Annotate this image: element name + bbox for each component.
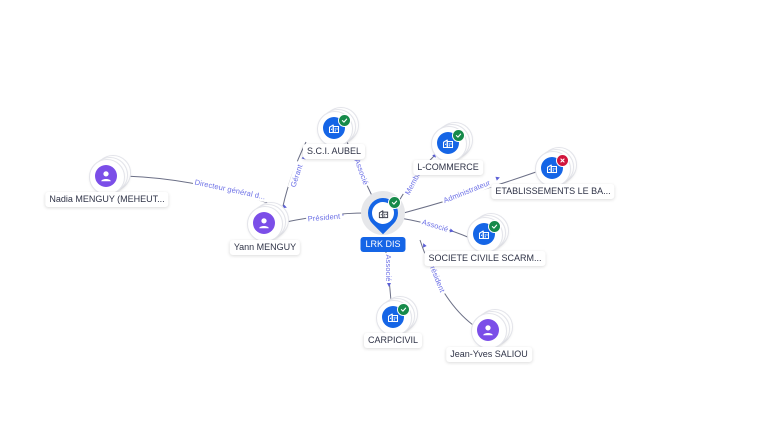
active-status-badge: [488, 220, 501, 233]
building-icon: [328, 124, 340, 134]
edge-label-background: [192, 176, 268, 203]
active-status-badge: [388, 196, 401, 209]
edge-center-carpicivil: Associé: [383, 237, 394, 302]
person-avatar: [477, 319, 499, 341]
person-avatar: [95, 165, 117, 187]
person-icon: [259, 218, 269, 229]
edge-arrow-icon: [495, 176, 500, 181]
check-icon: [491, 224, 498, 229]
active-status-badge: [452, 129, 465, 142]
closed-status-badge: [556, 154, 569, 167]
check-icon: [455, 133, 462, 138]
node-label[interactable]: Jean-Yves SALIOU: [446, 347, 532, 362]
check-icon: [400, 307, 407, 312]
check-icon: [341, 118, 348, 123]
edge-label: Administrateur: [442, 178, 492, 205]
building-icon: [478, 230, 490, 240]
edge-label: Associé: [353, 158, 371, 186]
edge-center-societe_civile: Associé: [399, 216, 471, 239]
building-icon: [442, 139, 454, 149]
edge-label-background: [425, 258, 449, 296]
active-status-badge: [397, 303, 410, 316]
node-label[interactable]: ETABLISSEMENTS LE BA...: [491, 184, 615, 199]
active-status-badge: [338, 114, 351, 127]
person-icon: [483, 325, 493, 336]
edge-label-background: [440, 176, 494, 207]
node-label[interactable]: Nadia MENGUY (MEHEUT...: [45, 192, 169, 207]
edge-arrow-icon: [387, 283, 391, 287]
edge-label-background: [383, 253, 394, 283]
edge-yann-center: Président: [285, 210, 367, 225]
node-label[interactable]: SOCIETE CIVILE SCARM...: [424, 251, 546, 266]
center-avatar: [372, 202, 394, 224]
edge-label: Gérant: [289, 162, 305, 188]
node-label[interactable]: Yann MENGUY: [229, 240, 301, 255]
building-icon: [387, 313, 399, 323]
edge-label-background: [351, 156, 372, 188]
edge-label-background: [305, 210, 343, 225]
node-label[interactable]: CARPICIVIL: [363, 333, 423, 348]
edge-label: Directeur général d...: [194, 178, 267, 202]
edge-label: Associé: [384, 255, 393, 282]
person-avatar: [253, 212, 275, 234]
node-label[interactable]: L-COMMERCE: [413, 160, 483, 175]
node-label[interactable]: S.C.I. AUBEL: [302, 144, 366, 159]
building-icon: [378, 209, 388, 218]
check-icon: [391, 200, 398, 205]
edge-label-background: [419, 216, 451, 235]
person-icon: [101, 171, 111, 182]
edge-label: Associé: [421, 217, 449, 233]
edge-label-background: [287, 160, 306, 191]
center-node-label[interactable]: LRK DIS: [360, 237, 406, 252]
edge-arrow-icon: [449, 228, 454, 233]
edge-label: Président: [307, 212, 341, 224]
building-icon: [546, 164, 558, 174]
close-icon: [560, 158, 565, 163]
edge-arrow-icon: [423, 243, 427, 248]
